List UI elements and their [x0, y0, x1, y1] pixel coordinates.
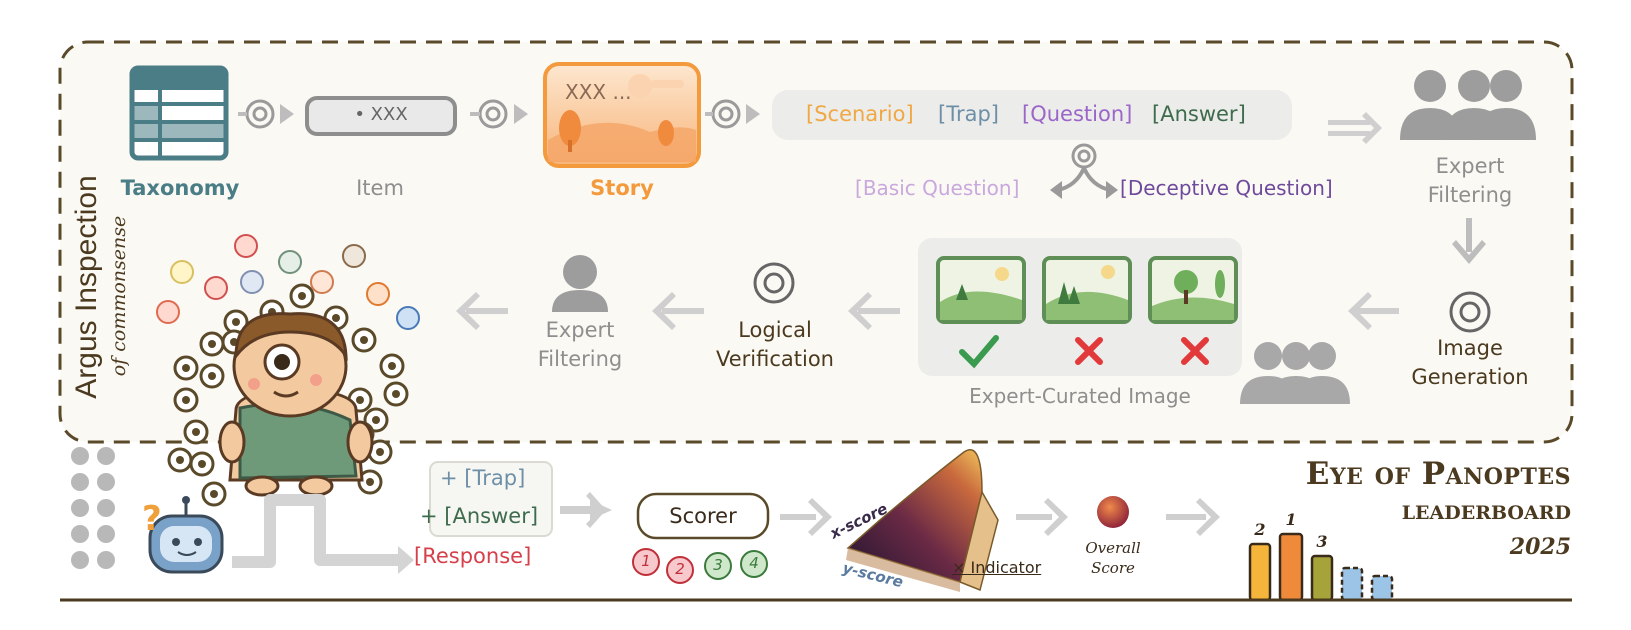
trap-prefix: + [440, 466, 458, 490]
bar-rank-5 [1370, 574, 1394, 602]
arrow-down [1452, 218, 1486, 264]
overall-score-line1: Overall [1085, 539, 1141, 557]
arrow-to-surface [780, 498, 832, 536]
score-1: 1 [641, 552, 651, 570]
overall-score-line2: Score [1091, 559, 1135, 577]
frame-subtitle-text: of commonsense [108, 215, 130, 377]
curated-image-2 [1042, 256, 1132, 324]
check-icon [959, 335, 999, 369]
score-surface-plot [846, 449, 999, 592]
expert-filtering-top-line2: Filtering [1427, 183, 1513, 207]
answer-line: + [Answer] [420, 504, 539, 528]
tag-scenario-text: Scenario [814, 102, 906, 126]
trap-line: + [Trap] [440, 466, 526, 490]
overall-score-label: Overall Score [1073, 538, 1153, 578]
bar-rank-4 [1340, 566, 1364, 602]
story-box-text: XXX ... [565, 80, 632, 104]
model-logo-icons [71, 447, 115, 569]
bar-rank-1 [1278, 532, 1304, 602]
scorer-label: Scorer [669, 504, 737, 528]
rank-label-3: 3 [1316, 532, 1328, 551]
tag-question: [Question] [1022, 102, 1133, 126]
arrow-to-expert [1328, 112, 1382, 144]
gpt-icon-4 [1071, 143, 1097, 169]
curated-image-1 [936, 256, 1026, 324]
cyclops-character [156, 234, 420, 507]
basic-question-tag: [Basic Question] [855, 176, 1020, 200]
svg-text:?: ? [142, 499, 162, 539]
tag-trap-text: Trap [946, 102, 991, 126]
response-line-tag: Response [422, 544, 524, 568]
expert-group-icon-top [1400, 70, 1536, 140]
cross-icon-1 [1075, 337, 1103, 365]
deceptive-question-tag: [Deceptive Question] [1120, 176, 1333, 200]
rank-label-2: 2 [1254, 520, 1266, 539]
prompt-card [429, 461, 553, 537]
gpt-icon-image-gen [1449, 291, 1491, 333]
logical-verification-label: Logical Verification [700, 316, 850, 374]
score-circles [632, 548, 768, 584]
tag-bar [772, 90, 1292, 140]
score-2: 2 [675, 560, 685, 578]
taxonomy-label: Taxonomy [120, 176, 240, 200]
scorer-box [636, 492, 770, 540]
expert-filtering-top-label: Expert Filtering [1400, 152, 1540, 210]
image-generation-label: Image Generation [1400, 334, 1540, 392]
tag-question-text: Question [1030, 102, 1125, 126]
story-image [543, 62, 701, 168]
arrow-to-ball [1016, 498, 1068, 536]
response-line: [Response] [414, 544, 532, 568]
expert-filtering-bottom-line2: Filtering [537, 347, 623, 371]
item-box [305, 96, 457, 136]
answer-line-tag: Answer [452, 504, 530, 528]
answer-prefix: + [420, 504, 438, 528]
single-expert-icon [552, 255, 608, 312]
frame-title-main: Argus Inspection [70, 175, 103, 399]
tag-answer-text: Answer [1160, 102, 1238, 126]
tag-trap: [Trap] [938, 102, 999, 126]
deceptive-question-text: Deceptive Question [1127, 176, 1325, 200]
item-label: Item [356, 176, 404, 200]
taxonomy-icon [129, 65, 229, 161]
expert-filtering-bottom-label: Expert Filtering [515, 316, 645, 374]
bar-rank-2 [1248, 542, 1272, 602]
leaderboard-bars [1248, 532, 1394, 602]
trap-line-tag: Trap [472, 466, 518, 490]
arrow-left-1 [1348, 292, 1399, 330]
item-box-text: • XXX [354, 104, 408, 125]
gpt-icon-logic [753, 262, 795, 304]
arrow-to-scorer [560, 492, 612, 528]
curated-image-3 [1148, 256, 1238, 324]
leaderboard-title: Eye of Panoptes [1305, 456, 1571, 492]
image-generation-line2: Generation [1411, 365, 1529, 389]
story-label: Story [590, 176, 654, 200]
cross-icon-2 [1181, 337, 1209, 365]
score-4: 4 [749, 554, 759, 572]
flow-pipe [232, 494, 398, 568]
expert-group-icon-bottom [1240, 342, 1350, 404]
leaderboard-year: 2025 [1509, 534, 1571, 560]
logical-verification-line2: Verification [716, 347, 834, 371]
arrow-left-4 [456, 292, 508, 330]
arrow-left-3 [652, 292, 704, 330]
expert-filtering-bottom-line1: Expert [545, 318, 615, 342]
tag-scenario: [Scenario] [806, 102, 914, 126]
arrow-to-leaderboard [1166, 498, 1220, 536]
logical-verification-line1: Logical [738, 318, 812, 342]
image-generation-line1: Image [1437, 336, 1503, 360]
bar-rank-3 [1310, 554, 1334, 602]
rank-label-1: 1 [1285, 510, 1297, 529]
expert-filtering-top-line1: Expert [1435, 154, 1505, 178]
overall-score-ball [1097, 496, 1129, 528]
score-3: 3 [713, 556, 723, 574]
robot-icon: ? [142, 496, 224, 574]
expert-curated-image-label: Expert-Curated Image [969, 384, 1191, 408]
basic-question-text: Basic Question [862, 176, 1012, 200]
tag-answer: [Answer] [1152, 102, 1246, 126]
arrow-left-2 [848, 292, 900, 330]
indicator-label: × Indicator [952, 558, 1042, 577]
leaderboard-subtitle: LEADERBOARD [1401, 502, 1571, 524]
